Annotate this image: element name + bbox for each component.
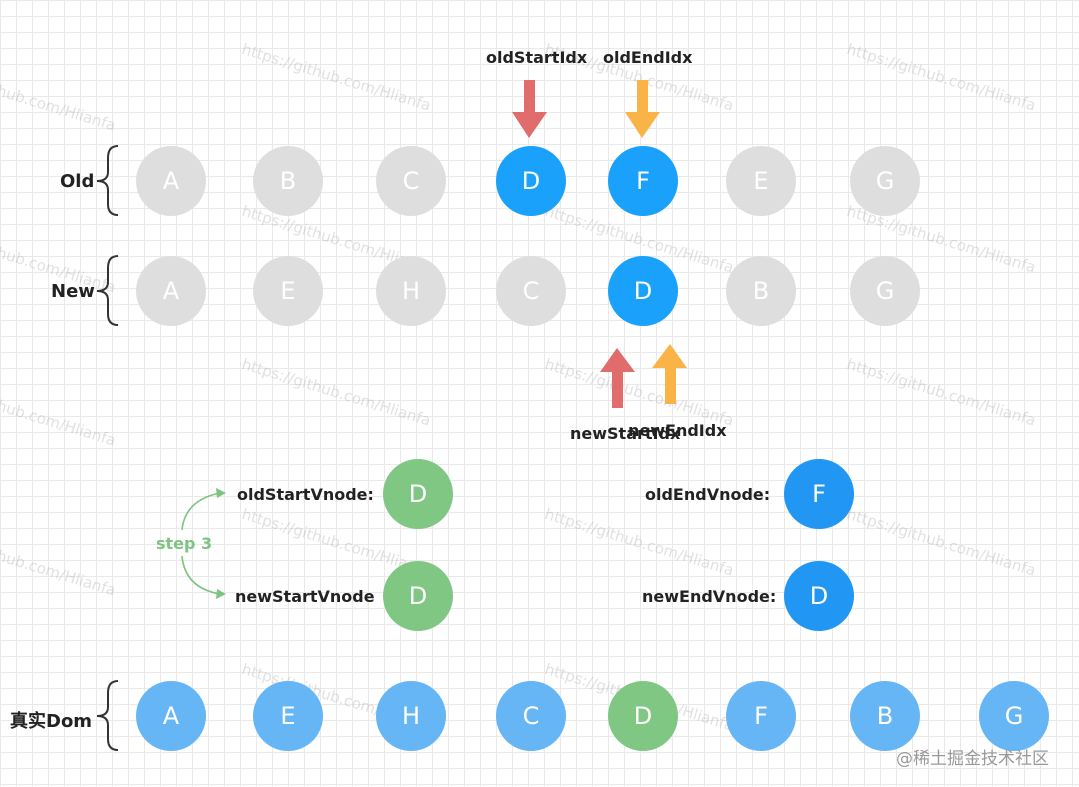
- dom-node-d: D: [608, 681, 678, 751]
- new-row-label: New: [51, 281, 95, 302]
- new-node-h: H: [376, 256, 446, 326]
- new-start-vnode-node: D: [383, 561, 453, 631]
- step-connector-icon: [181, 488, 226, 599]
- old-node-f: F: [608, 146, 678, 216]
- dom-node-h: H: [376, 681, 446, 751]
- new-node-a: A: [136, 256, 206, 326]
- old-node-a: A: [136, 146, 206, 216]
- new-node-g: G: [850, 256, 920, 326]
- new-row-brace-icon: [96, 255, 119, 326]
- dom-node-g: G: [979, 681, 1049, 751]
- new-end-idx-arrow-icon: [652, 344, 687, 404]
- old-node-g: G: [850, 146, 920, 216]
- new-start-idx-label: newStartIdx: [570, 424, 681, 443]
- new-node-c: C: [496, 256, 566, 326]
- new-end-vnode-node: D: [784, 561, 854, 631]
- old-start-vnode-node: D: [383, 459, 453, 529]
- new-end-vnode-label: newEndVnode:: [642, 587, 777, 606]
- old-row-label: Old: [60, 171, 95, 192]
- old-start-idx-label: oldStartIdx: [486, 48, 588, 67]
- credit-watermark: @稀土掘金技术社区: [896, 749, 1049, 769]
- new-node-d: D: [608, 256, 678, 326]
- step-label: step 3: [156, 534, 213, 553]
- old-start-vnode-label: oldStartVnode:: [237, 485, 374, 504]
- dom-node-c: C: [496, 681, 566, 751]
- old-end-vnode-node: F: [784, 459, 854, 529]
- old-node-d: D: [496, 146, 566, 216]
- new-node-b: B: [726, 256, 796, 326]
- dom-node-f: F: [726, 681, 796, 751]
- dom-node-b: B: [850, 681, 920, 751]
- new-end-idx-label: newEndIdx: [628, 421, 727, 440]
- old-end-idx-label: oldEndIdx: [603, 48, 693, 67]
- old-end-vnode-label: oldEndVnode:: [645, 485, 771, 504]
- old-node-e: E: [726, 146, 796, 216]
- dom-node-e: E: [253, 681, 323, 751]
- new-node-e: E: [253, 256, 323, 326]
- old-node-c: C: [376, 146, 446, 216]
- dom-row-label: 真实Dom: [10, 711, 93, 732]
- dom-node-a: A: [136, 681, 206, 751]
- old-start-idx-arrow-icon: [512, 80, 547, 138]
- new-start-vnode-label: newStartVnode: [235, 587, 375, 606]
- old-end-idx-arrow-icon: [625, 80, 660, 138]
- old-node-b: B: [253, 146, 323, 216]
- dom-row-brace-icon: [96, 680, 119, 751]
- new-start-idx-arrow-icon: [600, 348, 635, 408]
- old-row-brace-icon: [96, 145, 119, 216]
